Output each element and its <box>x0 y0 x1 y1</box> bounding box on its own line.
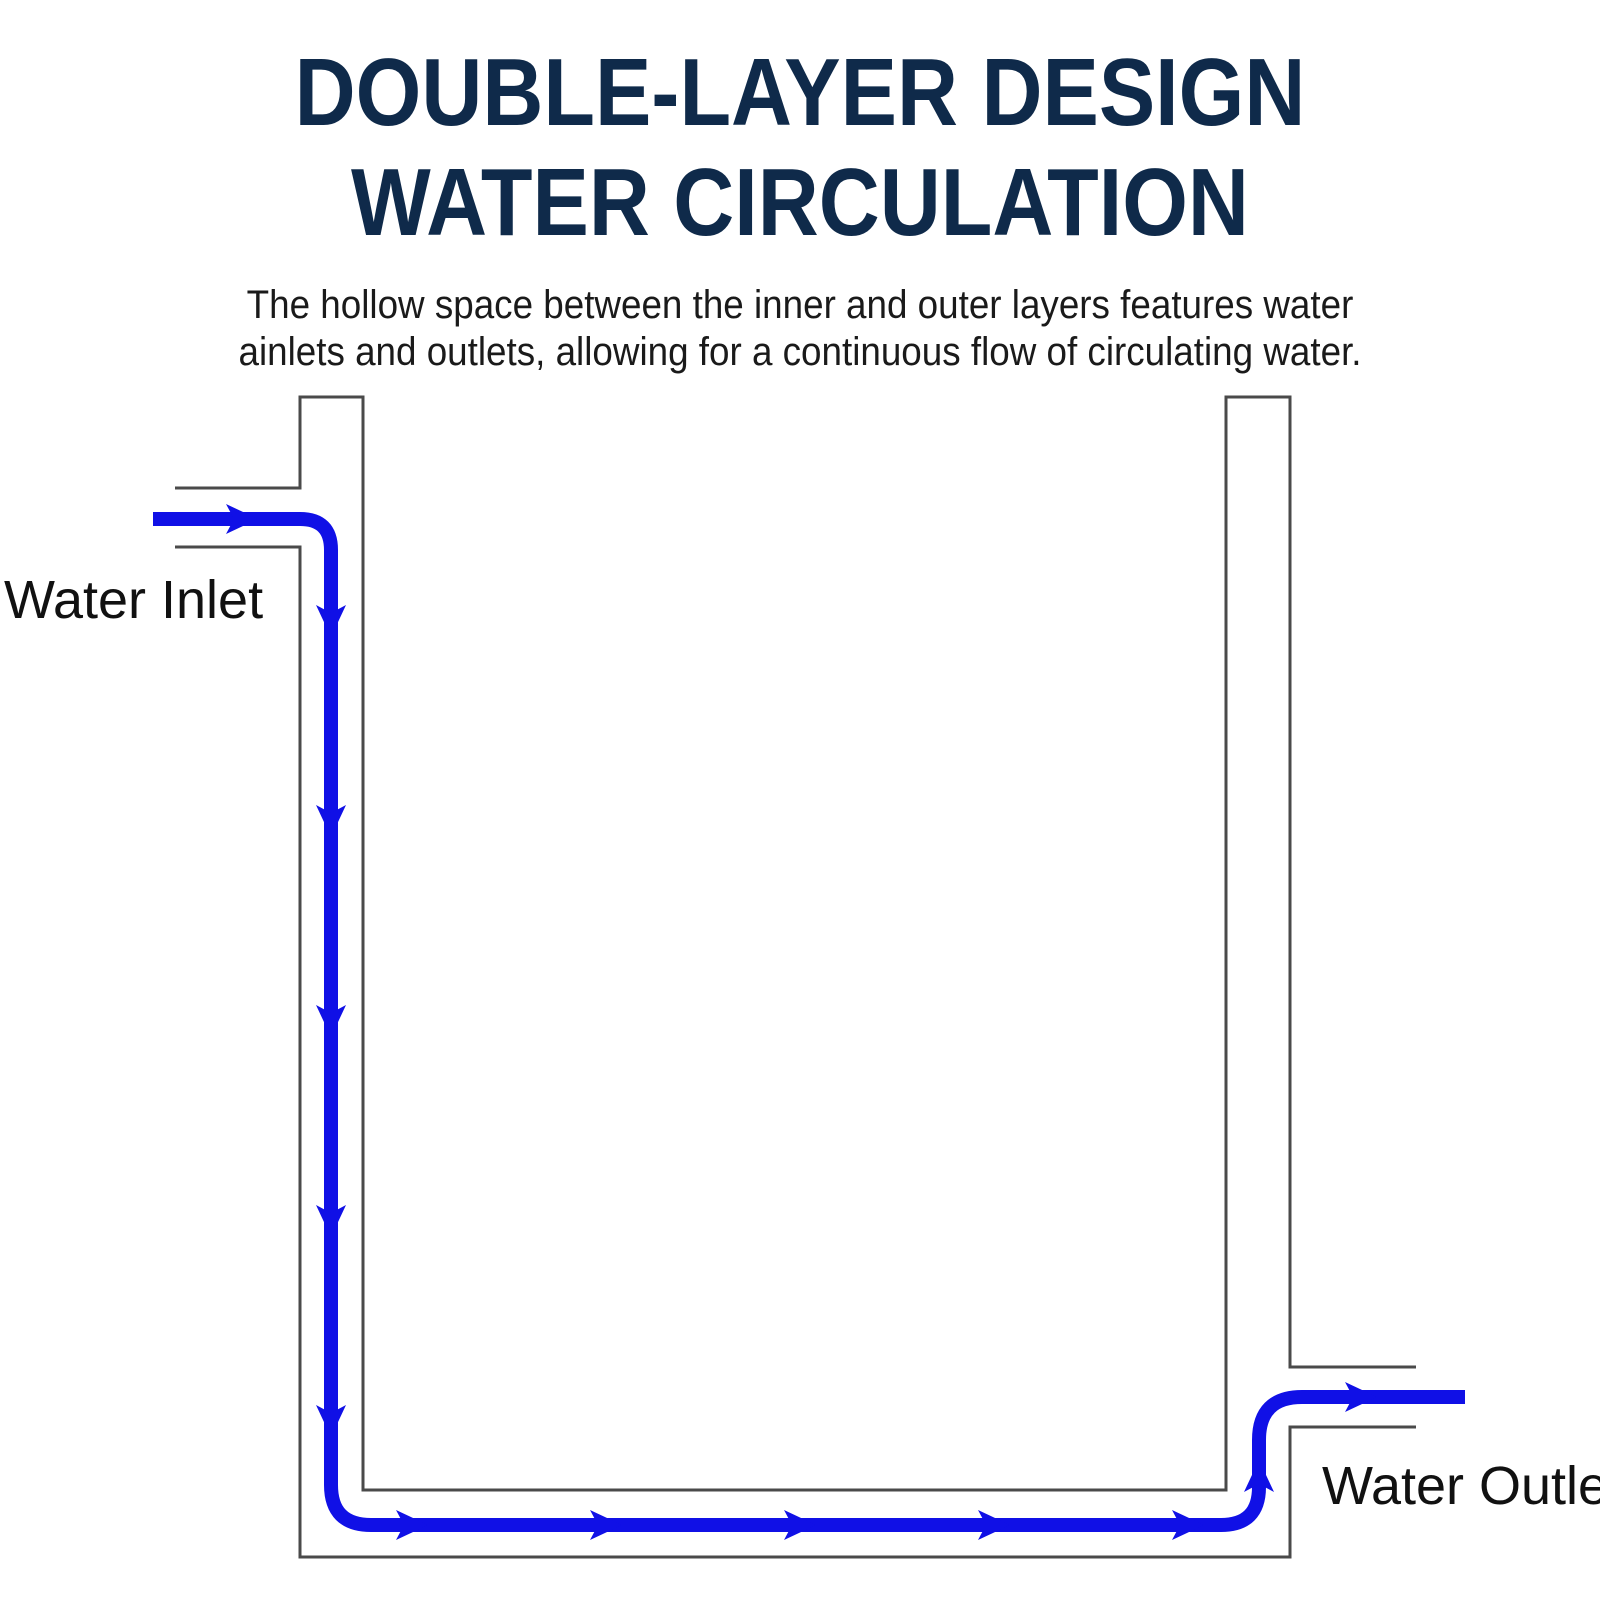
flow-arrow-right-icon <box>978 1510 1010 1540</box>
description-line-2: ainlets and outlets, allowing for a cont… <box>238 330 1362 374</box>
flow-arrows <box>226 504 1377 1540</box>
description-line-1: The hollow space between the inner and o… <box>246 283 1354 327</box>
flow-arrow-down-icon <box>316 1005 346 1037</box>
flow-arrow-up-icon <box>1244 1460 1274 1492</box>
flow-arrow-down-icon <box>316 605 346 637</box>
title-line-1: DOUBLE-LAYER DESIGN <box>294 39 1306 146</box>
left-outer-wall <box>175 395 1416 1492</box>
water-inlet-label: Water Inlet <box>4 570 264 630</box>
flow-arrow-right-icon <box>226 504 258 534</box>
flow-arrow-right-icon <box>1172 1510 1204 1540</box>
flow-arrow-right-icon <box>590 1510 622 1540</box>
flow-path <box>153 512 1465 1532</box>
flow-arrow-down-icon <box>316 805 346 837</box>
title-line-2: WATER CIRCULATION <box>351 149 1249 256</box>
flow-arrow-down-icon <box>316 1205 346 1237</box>
outer-shell-wall <box>175 545 1416 1559</box>
water-outlet-label: Water Outlet <box>1322 1456 1600 1516</box>
flow-arrow-right-icon <box>396 1510 428 1540</box>
flow-arrow-right-icon <box>1345 1382 1377 1412</box>
flow-arrow-right-icon <box>784 1510 816 1540</box>
flow-arrow-down-icon <box>316 1405 346 1437</box>
